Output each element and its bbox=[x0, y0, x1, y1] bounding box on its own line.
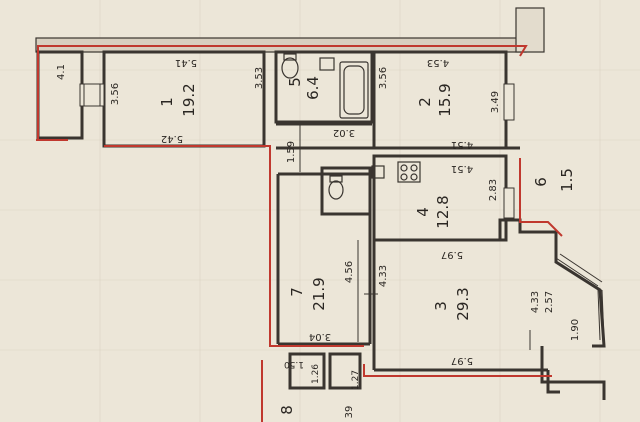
dim-5-97-bottom: 5.97 bbox=[451, 355, 473, 366]
dim-4-53: 4.53 bbox=[427, 57, 449, 68]
room-5-area: 6.4 bbox=[304, 76, 322, 100]
dim-4-33-left: 4.33 bbox=[378, 265, 389, 287]
room-6-number: 6 bbox=[532, 177, 550, 187]
room-8-number: 8 bbox=[278, 405, 296, 415]
bathtub-icon bbox=[339, 61, 369, 119]
dim-5-41-top: 5.41 bbox=[175, 57, 197, 68]
room-5-number: 5 bbox=[286, 77, 304, 87]
sink-icon bbox=[319, 57, 385, 179]
room-3-number: 3 bbox=[432, 301, 450, 311]
dim-3-04: 3.04 bbox=[309, 331, 331, 342]
room-labels: 1 19.2 2 15.9 3 29.3 4 12.8 5 6.4 6 1.5 … bbox=[158, 76, 576, 415]
dim-3-56-right: 3.56 bbox=[378, 67, 389, 89]
apartment-boundary bbox=[36, 45, 563, 422]
dim-5-97-top: 5.97 bbox=[441, 249, 463, 260]
room-3-area: 29.3 bbox=[454, 287, 472, 320]
dim-2-57: 2.57 bbox=[544, 291, 555, 313]
dim-4-1: 4.1 bbox=[56, 64, 67, 80]
room-6-area: 1.5 bbox=[558, 168, 576, 192]
dim-1-90: 1.90 bbox=[570, 319, 581, 341]
room-7-area: 21.9 bbox=[310, 277, 328, 310]
dim-1-26: 1.26 bbox=[311, 364, 321, 384]
dim-3-56-left: 3.56 bbox=[110, 83, 121, 105]
bay-walls bbox=[498, 218, 606, 400]
dimension-lines bbox=[299, 124, 531, 350]
dim-39: 39 bbox=[344, 406, 355, 419]
dim-2-83: 2.83 bbox=[488, 179, 499, 201]
room-1-area: 19.2 bbox=[180, 83, 198, 116]
room-2-area: 15.9 bbox=[436, 83, 454, 116]
dim-4-33-right: 4.33 bbox=[530, 291, 541, 313]
toilet-icon bbox=[281, 53, 344, 200]
dim-1-27: 1.27 bbox=[351, 370, 361, 390]
windows bbox=[79, 83, 515, 219]
dim-1-59: 1.59 bbox=[286, 141, 297, 163]
room-4-area: 12.8 bbox=[434, 195, 452, 228]
dim-3-49: 3.49 bbox=[490, 91, 501, 113]
dim-3-02: 3.02 bbox=[333, 127, 355, 138]
room-1-number: 1 bbox=[158, 97, 176, 107]
dim-1-50: 1.50 bbox=[284, 359, 304, 369]
dim-3-53: 3.53 bbox=[254, 67, 265, 89]
dimension-labels: 4.1 3.56 5.41 5.42 3.53 3.56 4.53 3.49 1… bbox=[56, 57, 581, 418]
dim-4-56: 4.56 bbox=[344, 261, 355, 283]
dim-5-42-bottom: 5.42 bbox=[161, 133, 183, 144]
room-4-number: 4 bbox=[414, 207, 432, 217]
bay-window bbox=[555, 253, 605, 341]
dim-4-51-a: 4.51 bbox=[451, 139, 473, 150]
room-7-number: 7 bbox=[288, 287, 306, 297]
room-2-number: 2 bbox=[416, 97, 434, 107]
dim-4-51-b: 4.51 bbox=[451, 163, 473, 174]
stove-icon bbox=[397, 161, 421, 183]
